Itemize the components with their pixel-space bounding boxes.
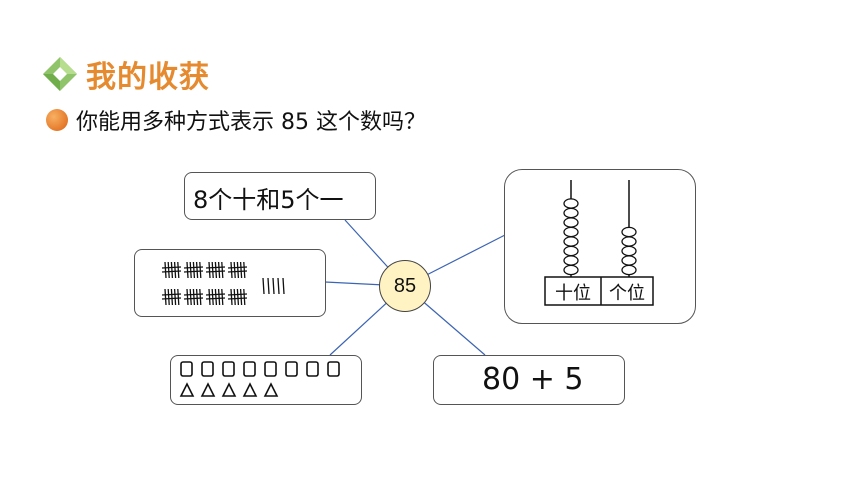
stick-bundles-drawing xyxy=(161,261,285,306)
ones-bead xyxy=(621,226,637,238)
stick-bundle xyxy=(227,261,248,279)
diamond-logo-icon xyxy=(43,57,77,91)
tens-bead xyxy=(563,236,579,247)
words-text: 8个十和5个一 xyxy=(193,186,344,214)
tens-bead xyxy=(563,255,579,266)
stick-bundle xyxy=(161,261,182,279)
square-shape xyxy=(327,361,340,377)
center-number: 85 xyxy=(393,274,417,297)
triangle-shape xyxy=(221,382,237,397)
single-stick xyxy=(282,277,285,295)
single-stick xyxy=(272,277,275,295)
stick-bundle xyxy=(183,261,204,279)
abacus-box: 十位 个位 xyxy=(504,169,696,324)
triangle-shape xyxy=(242,382,258,397)
stick-bundle xyxy=(227,288,248,306)
square-shape xyxy=(243,361,256,377)
tens-bead xyxy=(563,226,579,238)
square-shape xyxy=(222,361,235,377)
ones-bead xyxy=(621,245,637,257)
ones-bead xyxy=(621,236,637,247)
bullet-dot-icon xyxy=(46,109,68,131)
question-text: 你能用多种方式表示 85 这个数吗？ xyxy=(76,110,426,135)
sticks-box xyxy=(134,249,326,317)
tens-bead xyxy=(563,217,579,228)
ones-bead xyxy=(621,255,637,266)
stick-bundle xyxy=(161,288,182,306)
tens-bead xyxy=(563,264,579,276)
words-box: 8个十和5个一 xyxy=(184,172,376,220)
tens-bead xyxy=(563,198,579,209)
abacus-drawing: 十位 个位 xyxy=(544,180,654,306)
single-stick xyxy=(277,277,280,295)
square-shape xyxy=(264,361,277,377)
triangle-shape xyxy=(263,382,279,397)
triangle-shape xyxy=(179,382,195,397)
ones-bead xyxy=(621,264,637,276)
square-shape xyxy=(306,361,319,377)
tens-bead xyxy=(563,245,579,257)
addition-box: 80 + 5 xyxy=(433,355,625,405)
triangle-shape xyxy=(200,382,216,397)
tens-label: 十位 xyxy=(555,283,591,304)
square-shape xyxy=(285,361,298,377)
square-shape xyxy=(201,361,214,377)
single-stick xyxy=(267,277,270,295)
square-shape xyxy=(180,361,193,377)
tens-bead xyxy=(563,207,579,219)
question-row: 你能用多种方式表示 85 这个数吗？ xyxy=(46,104,426,136)
shapes-box xyxy=(170,355,362,405)
squares-triangles-drawing xyxy=(179,361,340,397)
addition-text: 80 + 5 xyxy=(482,362,584,397)
stick-bundle xyxy=(183,288,204,306)
ones-label: 个位 xyxy=(609,283,645,304)
single-stick xyxy=(262,277,265,295)
section-title: 我的收获 xyxy=(86,60,210,95)
stick-bundle xyxy=(205,261,226,279)
center-number-circle: 85 xyxy=(379,260,431,312)
section-heading: 我的收获 xyxy=(40,54,210,95)
place-value-base xyxy=(544,276,654,306)
stick-bundle xyxy=(205,288,226,306)
